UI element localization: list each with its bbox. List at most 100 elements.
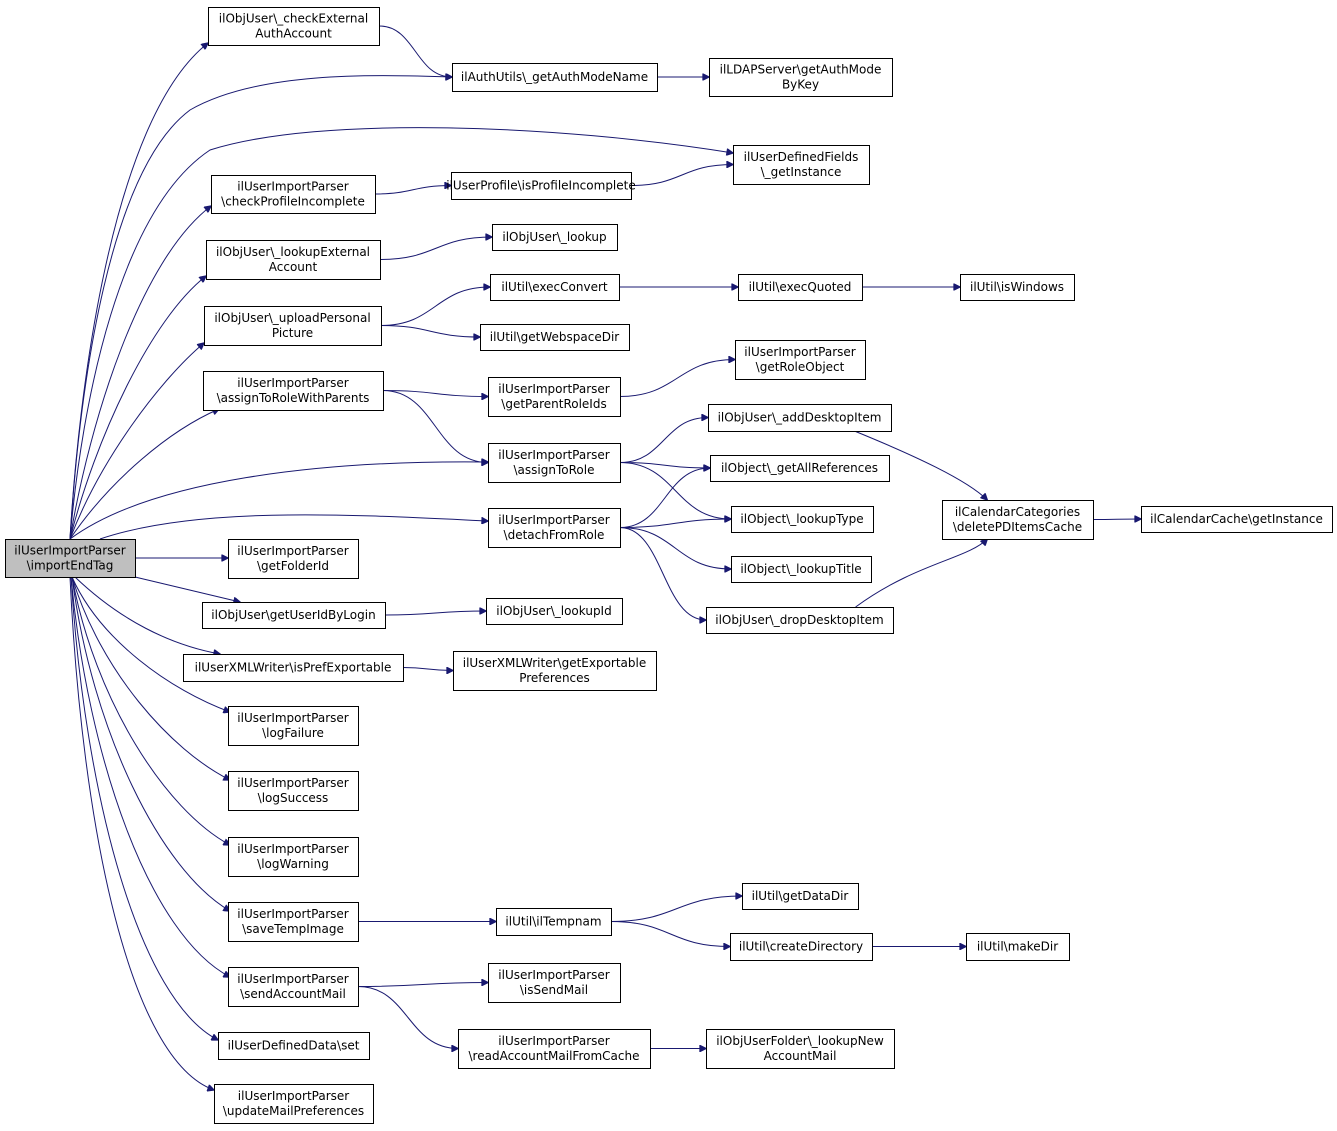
- node-label-line: ilUserProfile\isProfileIncomplete: [446, 179, 635, 193]
- node-label-line: ilUserImportParser: [744, 345, 855, 359]
- node-label-line: ilUserXMLWriter\isPrefExportable: [195, 661, 392, 675]
- node-box: [228, 967, 359, 1007]
- node-get-webspace-dir[interactable]: ilUtil\getWebspaceDir: [480, 324, 630, 351]
- node-create-directory[interactable]: ilUtil\createDirectory: [730, 933, 873, 961]
- node-detach-from-role[interactable]: ilUserImportParser\detachFromRole: [488, 508, 621, 548]
- node-exec-quoted[interactable]: ilUtil\execQuoted: [738, 274, 863, 301]
- node-label-line: Picture: [272, 326, 313, 340]
- edge-assign_to_role-to-lookup_type: [619, 462, 731, 520]
- node-send-account-mail[interactable]: ilUserImportParser\sendAccountMail: [228, 967, 359, 1007]
- node-lookup-id[interactable]: ilObjUser\_lookupId: [486, 598, 623, 625]
- node-assign-to-role-with-parents[interactable]: ilUserImportParser\assignToRoleWithParen…: [203, 371, 384, 411]
- node-user-defined-data-set[interactable]: ilUserDefinedData\set: [218, 1032, 370, 1060]
- node-box: [218, 1032, 370, 1060]
- node-box: [183, 654, 404, 682]
- node-is-send-mail[interactable]: ilUserImportParser\isSendMail: [488, 963, 621, 1003]
- edge-assign_to_role_with_parents-to-get_parent_role_ids: [382, 390, 488, 397]
- node-objuser-lookup[interactable]: ilObjUser\_lookup: [492, 224, 618, 251]
- edge-lookup_external_account-to-objuser_lookup: [379, 237, 492, 260]
- node-check-profile-incomplete[interactable]: ilUserImportParser\checkProfileIncomplet…: [211, 175, 376, 214]
- node-import-end-tag[interactable]: ilUserImportParser\importEndTag: [5, 539, 136, 578]
- node-get-user-id-by-login[interactable]: ilObjUser\getUserIdByLogin: [202, 602, 386, 629]
- node-box: [488, 508, 621, 548]
- node-label-line: ilUserImportParser: [237, 842, 348, 856]
- edge-add_desktop_item-to-delete_pd_items_cache: [854, 430, 987, 500]
- node-box: [458, 1029, 651, 1069]
- node-box: [733, 145, 870, 185]
- node-get-folder-id[interactable]: ilUserImportParser\getFolderId: [228, 539, 359, 579]
- node-get-role-object[interactable]: ilUserImportParser\getRoleObject: [735, 340, 866, 380]
- node-label-line: ilUserImportParser: [237, 907, 348, 921]
- node-get-data-dir[interactable]: ilUtil\getDataDir: [742, 883, 859, 910]
- node-label-line: \assignToRoleWithParents: [217, 391, 370, 405]
- node-is-profile-incomplete[interactable]: ilUserProfile\isProfileIncomplete: [446, 172, 636, 200]
- node-label-line: ilObjUser\_uploadPersonal: [214, 311, 370, 325]
- node-box: [228, 539, 359, 579]
- edge-import_end_tag-to-log_warning: [71, 576, 230, 845]
- node-user-defined-fields-get-instance[interactable]: ilUserDefinedFields\_getInstance: [733, 145, 870, 185]
- node-update-mail-preferences[interactable]: ilUserImportParser\updateMailPreferences: [214, 1084, 374, 1124]
- node-label-line: ilUtil\isWindows: [970, 280, 1064, 294]
- node-il-tempnam[interactable]: ilUtil\ilTempnam: [496, 908, 612, 936]
- node-box: [486, 598, 623, 625]
- node-box: [206, 240, 381, 280]
- node-box: [453, 651, 657, 691]
- node-get-auth-mode-name[interactable]: ilAuthUtils\_getAuthModeName: [452, 63, 658, 92]
- node-lookup-type[interactable]: ilObject\_lookupType: [731, 506, 874, 533]
- node-lookup-title[interactable]: ilObject\_lookupTitle: [731, 556, 872, 583]
- edge-import_end_tag-to-log_failure: [71, 576, 230, 712]
- node-get-parent-role-ids[interactable]: ilUserImportParser\getParentRoleIds: [488, 377, 621, 417]
- node-box: [735, 340, 866, 380]
- edge-import_end_tag-to-assign_to_role_with_parents: [69, 409, 219, 540]
- node-label-line: AccountMail: [764, 1049, 837, 1063]
- edge-get_user_id_by_login-to-lookup_id: [384, 611, 486, 616]
- edge-import_end_tag-to-lookup_external_account: [69, 276, 206, 540]
- node-label-line: ilUserImportParser: [237, 180, 348, 194]
- node-calendar-cache-get-instance[interactable]: ilCalendarCache\getInstance: [1141, 506, 1333, 533]
- edge-import_end_tag-to-user_defined_fields_get_instance: [69, 127, 733, 540]
- node-drop-desktop-item[interactable]: ilObjUser\_dropDesktopItem: [706, 607, 894, 634]
- node-label-line: ilUtil\createDirectory: [739, 940, 863, 954]
- node-label-line: ilUserImportParser: [498, 382, 609, 396]
- node-box: [1141, 506, 1333, 533]
- node-label-line: ilUserImportParser: [498, 1034, 609, 1048]
- node-is-windows[interactable]: ilUtil\isWindows: [960, 274, 1075, 301]
- node-exec-convert[interactable]: ilUtil\execConvert: [490, 274, 620, 301]
- node-add-desktop-item[interactable]: ilObjUser\_addDesktopItem: [708, 404, 892, 432]
- node-label-line: \logFailure: [262, 726, 324, 740]
- edge-check_external_auth_account-to-get_auth_mode_name: [378, 25, 452, 77]
- node-label-line: \deletePDItemsCache: [953, 520, 1082, 534]
- edge-import_end_tag-to-get_user_id_by_login: [134, 576, 240, 602]
- node-get-all-references[interactable]: ilObject\_getAllReferences: [710, 455, 890, 482]
- node-label-line: ilCalendarCategories: [955, 505, 1080, 519]
- node-make-dir[interactable]: ilUtil\makeDir: [966, 933, 1070, 961]
- node-box: [488, 963, 621, 1003]
- node-label-line: ilUserImportParser: [237, 776, 348, 790]
- node-save-temp-image[interactable]: ilUserImportParser\saveTempImage: [228, 902, 359, 942]
- node-log-warning[interactable]: ilUserImportParser\logWarning: [228, 837, 359, 877]
- node-assign-to-role[interactable]: ilUserImportParser\assignToRole: [488, 443, 621, 483]
- node-read-account-mail-from-cache[interactable]: ilUserImportParser\readAccountMailFromCa…: [458, 1029, 651, 1069]
- edge-import_end_tag-to-is_pref_exportable: [74, 576, 220, 654]
- node-log-success[interactable]: ilUserImportParser\logSuccess: [228, 771, 359, 811]
- node-is-pref-exportable[interactable]: ilUserXMLWriter\isPrefExportable: [183, 654, 404, 682]
- node-box: [490, 274, 620, 301]
- node-box: [708, 404, 892, 432]
- node-delete-pd-items-cache[interactable]: ilCalendarCategories\deletePDItemsCache: [942, 500, 1094, 540]
- node-box: [214, 1084, 374, 1124]
- node-log-failure[interactable]: ilUserImportParser\logFailure: [228, 706, 359, 746]
- node-label-line: \checkProfileIncomplete: [221, 195, 365, 209]
- node-box: [730, 933, 873, 961]
- edge-send_account_mail-to-is_send_mail: [357, 983, 488, 987]
- edge-import_end_tag-to-log_success: [71, 576, 230, 780]
- node-label-line: \importEndTag: [27, 559, 114, 573]
- node-label-line: ilUserImportParser: [238, 1089, 349, 1103]
- node-label-line: ilUtil\execQuoted: [749, 280, 852, 294]
